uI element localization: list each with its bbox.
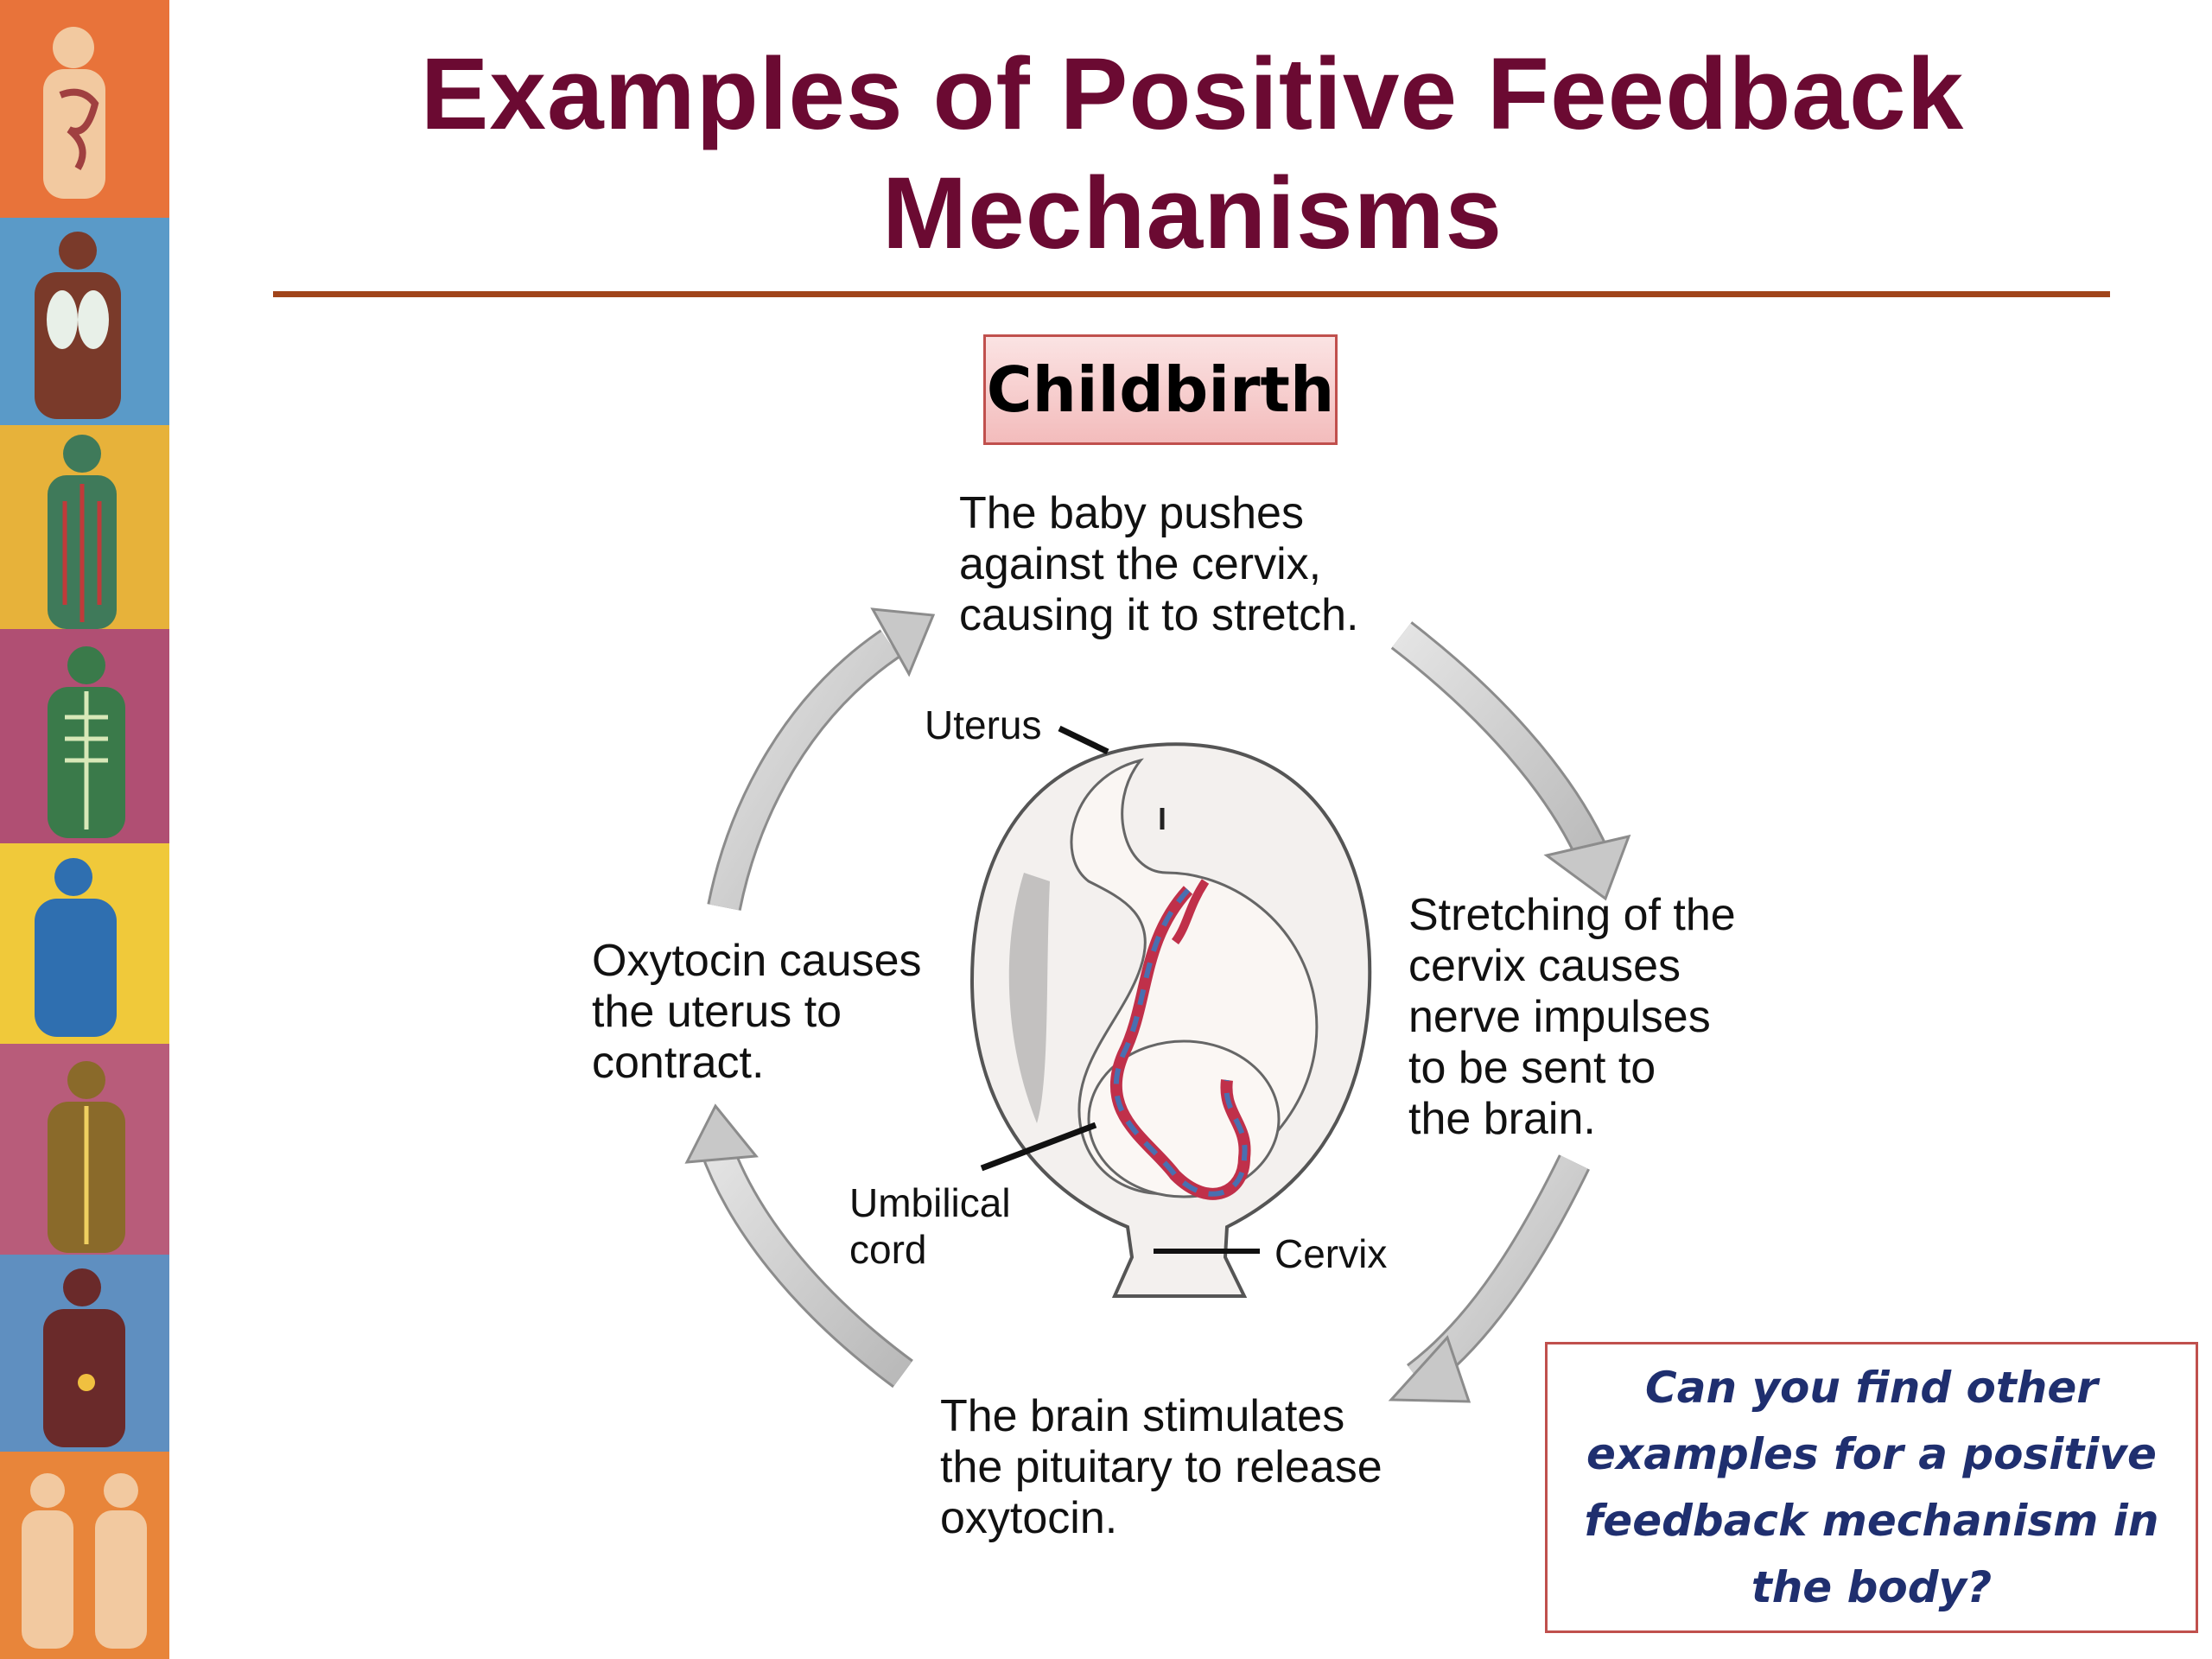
circulatory-figure-icon bbox=[48, 435, 117, 629]
digestive-figure-icon bbox=[43, 27, 105, 199]
label-uterus: Uterus bbox=[925, 702, 1042, 747]
step-stretching-nerve-impulses: Stretching of the cervix causes nerve im… bbox=[1408, 890, 1736, 1144]
umbilical-cord-leader-line bbox=[980, 1122, 1097, 1172]
uterus-leader-line bbox=[1058, 725, 1109, 755]
question-text: Can you find other examples for a positi… bbox=[1584, 1362, 2159, 1612]
step-oxytocin-contracts-uterus: Oxytocin causes the uterus to contract. bbox=[592, 936, 922, 1088]
endocrine-figure-icon bbox=[43, 1268, 125, 1447]
title-underline bbox=[273, 291, 2110, 297]
label-umbilical-cord: Umbilical cord bbox=[849, 1180, 1011, 1272]
nervous-figure-icon bbox=[48, 1061, 125, 1253]
step-baby-pushes-cervix: The baby pushes against the cervix, caus… bbox=[959, 488, 1359, 640]
step-brain-stimulates-pituitary: The brain stimulates the pituitary to re… bbox=[940, 1391, 1382, 1543]
reproductive-figure-icon bbox=[22, 1473, 147, 1649]
arrow-bottom-to-left bbox=[684, 1103, 913, 1389]
topic-label: Childbirth bbox=[986, 353, 1335, 426]
muscular-figure-icon bbox=[35, 858, 117, 1037]
topic-box: Childbirth bbox=[983, 334, 1338, 445]
arrow-top-to-right bbox=[1390, 621, 1631, 901]
question-box: Can you find other examples for a positi… bbox=[1545, 1342, 2198, 1633]
anatomy-strip bbox=[0, 0, 169, 1659]
label-cervix: Cervix bbox=[1274, 1231, 1388, 1276]
cord-red bbox=[1109, 886, 1251, 1200]
fetus-head bbox=[1087, 1039, 1281, 1198]
arrow-left-to-top bbox=[707, 607, 936, 911]
skeletal-figure-icon bbox=[48, 646, 125, 838]
respiratory-figure-icon bbox=[35, 232, 121, 419]
placenta bbox=[1008, 873, 1050, 1123]
slide-title: Examples of Positive Feedback Mechanisms bbox=[420, 37, 1965, 270]
uterus-fetus-illustration bbox=[969, 742, 1372, 1298]
arrow-right-to-bottom bbox=[1388, 1154, 1590, 1403]
